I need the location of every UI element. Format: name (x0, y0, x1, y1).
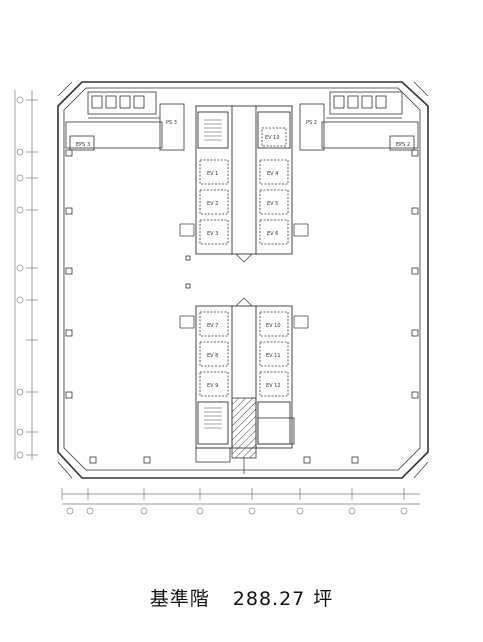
ev4-label: EV 4 (267, 171, 278, 177)
floor-area: 288.27 (232, 588, 306, 610)
ev10b-label: EV 10 (266, 323, 281, 329)
columns (65, 149, 419, 464)
restroom-block-left (87, 91, 160, 119)
hatched-shaft (231, 397, 257, 459)
ps-right-label: PS 2 (306, 120, 317, 126)
elevator-shafts-lower (199, 311, 289, 397)
ev10-label: EV 10 (265, 135, 280, 141)
stair-upper (204, 119, 222, 141)
floor-caption: 基準階 288.27 坪 (0, 584, 483, 611)
eps-right-label: EPS 2 (396, 142, 410, 148)
ev8-label: EV 8 (207, 353, 218, 359)
ev6-label: EV 6 (267, 231, 278, 237)
elevator-shafts-upper (199, 127, 289, 245)
lower-left-small-room (195, 447, 231, 463)
eps-left-label: EPS 3 (76, 142, 90, 148)
ev11-label: EV 11 (266, 353, 281, 359)
restroom-block-right (326, 91, 403, 119)
exterior-wall (57, 81, 429, 479)
left-dimension-line (14, 90, 38, 460)
ev9-label: EV 9 (207, 383, 218, 389)
floor-name: 基準階 (149, 588, 210, 610)
ev2-label: EV 2 (207, 201, 218, 207)
grid-markers-bottom (66, 507, 408, 515)
bottom-dimension-line (61, 488, 420, 505)
lower-right-small-room (257, 417, 295, 445)
upper-left-rooms (65, 103, 185, 151)
ev5-label: EV 5 (267, 201, 278, 207)
ev1-label: EV 1 (207, 171, 218, 177)
grid-markers-left (16, 96, 24, 459)
ev3-label: EV 3 (207, 231, 218, 237)
ev7-label: EV 7 (207, 323, 218, 329)
floor-plan: EPS 3 PS 3 EPS 2 PS 2 EV 1 EV 2 EV 3 EV … (14, 81, 429, 515)
ev12-label: EV 12 (266, 383, 281, 389)
stair-lower (204, 407, 222, 429)
upper-core (195, 105, 293, 255)
upper-right-rooms (299, 103, 419, 151)
area-unit: 坪 (313, 588, 334, 610)
core-side-doors (179, 223, 309, 329)
ps-left-label: PS 3 (166, 120, 177, 126)
